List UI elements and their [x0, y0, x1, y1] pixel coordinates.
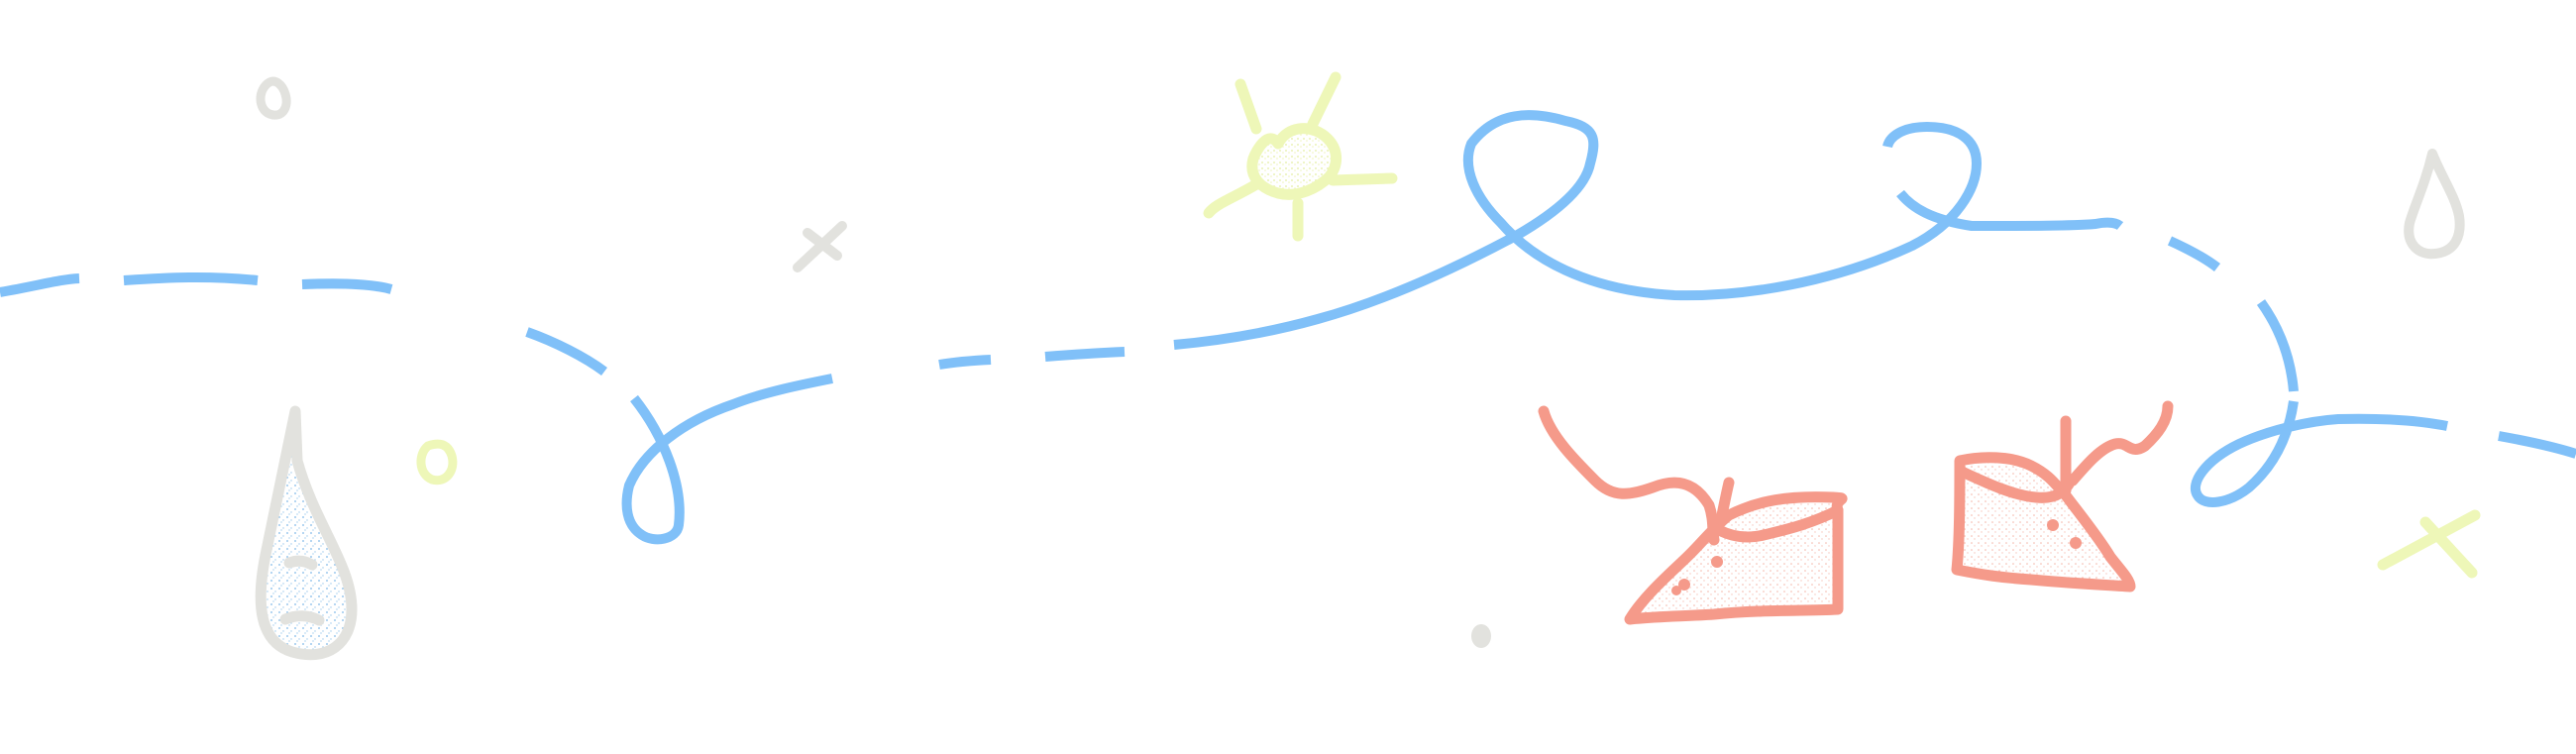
path-loop	[621, 374, 833, 545]
path-segment	[938, 355, 992, 370]
path-loop	[1173, 110, 1982, 350]
path-loop	[1896, 189, 2124, 231]
sun-icon	[1203, 71, 1398, 242]
dashed-looping-path	[0, 110, 2576, 545]
bubble-icon	[256, 76, 291, 120]
cheese-wedge-icon	[1951, 400, 2174, 592]
raindrop-icon	[2404, 149, 2465, 260]
raindrop-icon	[255, 405, 358, 661]
path-loop	[2191, 400, 2448, 507]
path-segment	[2167, 236, 2221, 271]
path-segment	[525, 327, 607, 377]
path-segment	[2498, 431, 2576, 459]
path-segment	[301, 278, 393, 294]
cross-icon	[793, 221, 847, 272]
path-segment	[0, 273, 80, 297]
cross-icon	[2377, 509, 2481, 579]
path-segment	[2256, 299, 2299, 392]
path-segment	[1044, 347, 1126, 362]
path-segment	[123, 271, 259, 285]
cheese-wedge-icon	[1538, 405, 1848, 625]
bubble-icon	[1471, 624, 1491, 648]
bubble-icon	[416, 439, 458, 485]
